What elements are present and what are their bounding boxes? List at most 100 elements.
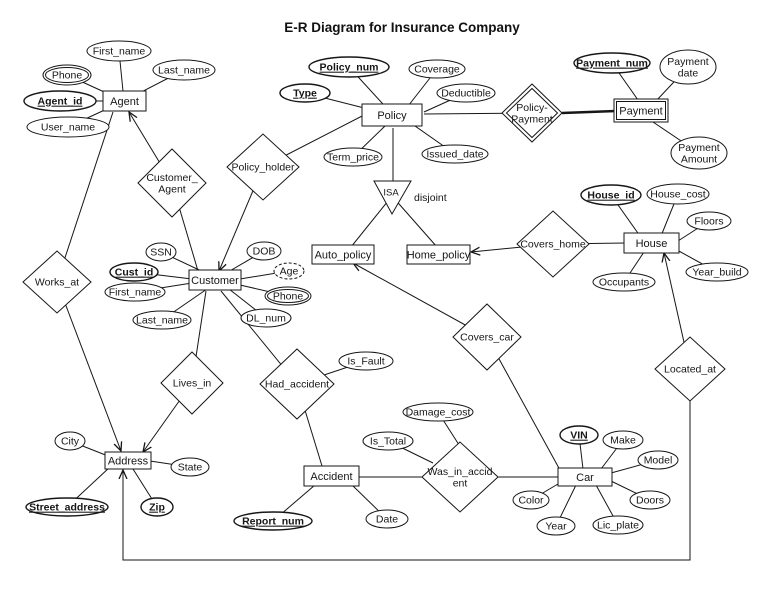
attribute-customer-first-name: First_name	[104, 282, 166, 302]
relationship-label: Lives_in	[173, 378, 212, 390]
attribute-label: Occupants	[599, 277, 649, 289]
connector-line	[350, 195, 393, 248]
attribute-ellipse	[240, 308, 292, 328]
attribute-label: SSN	[150, 247, 172, 259]
attribute-accident-report-num: Report_num	[233, 511, 313, 531]
relationship-label: Works_at	[35, 277, 79, 289]
attribute-ellipse	[512, 490, 550, 510]
attribute-label: Date	[376, 514, 398, 526]
entity-agent: Agent	[102, 90, 147, 112]
attribute-ellipse-inner	[267, 289, 309, 303]
relationship-policy-holder: Policy_holder	[226, 133, 300, 201]
attribute-ellipse	[629, 490, 671, 510]
attribute-payment-num: Payment_num	[573, 52, 651, 74]
attribute-ellipse	[86, 40, 152, 62]
attribute-ellipse	[559, 425, 599, 445]
attribute-label: Damage_cost	[406, 407, 471, 419]
attribute-ellipse	[233, 511, 313, 531]
attribute-car-lic-plate: Lic_plate	[592, 515, 644, 535]
relationship-label: Policy_holder	[231, 162, 295, 174]
attribute-wia-damage-cost: Damage_cost	[402, 402, 474, 422]
relationship-works-at: Works_at	[22, 250, 92, 314]
attribute-label: User_name	[41, 122, 95, 134]
attribute-agent-last-name: Last_name	[152, 59, 216, 81]
attribute-ellipse	[132, 310, 192, 330]
attribute-car-make: Make	[602, 430, 644, 450]
attribute-ellipse	[592, 272, 656, 292]
entity-payment: Payment	[613, 98, 669, 123]
attribute-ellipse	[279, 83, 331, 103]
attribute-ellipse	[580, 184, 642, 206]
relationship-had-accident: Had_accident	[259, 348, 335, 420]
attribute-ellipse	[145, 242, 177, 262]
attribute-label: Color	[518, 495, 544, 507]
attribute-label: House_id	[587, 190, 634, 202]
relationship-label: Covers_home	[520, 239, 586, 251]
attribute-ellipse	[152, 59, 216, 81]
attribute-label: Last_name	[136, 315, 188, 327]
attribute-ellipse	[26, 116, 110, 138]
attribute-ellipse	[686, 211, 732, 231]
relationship-label: Customer_Agent	[146, 172, 198, 195]
attribute-agent-phone: Phone	[42, 64, 92, 86]
connector-line	[391, 195, 438, 248]
attribute-label: First_name	[109, 287, 162, 299]
attribute-customer-last-name: Last_name	[132, 310, 192, 330]
attribute-label: Phone	[273, 291, 304, 303]
entity-box	[311, 244, 375, 265]
entity-label: Home_policy	[407, 249, 471, 261]
entity-home-policy: Home_policy	[406, 244, 471, 265]
attribute-label: Model	[644, 455, 673, 467]
relationship-located-at: Located_at	[654, 336, 726, 402]
attribute-ellipse-inner	[45, 67, 89, 83]
attribute-house-id: House_id	[580, 184, 642, 206]
attribute-ellipse	[338, 351, 394, 371]
attribute-label: Term_price	[327, 152, 379, 164]
attribute-label: Is_Total	[370, 436, 406, 448]
attribute-policy-type: Type	[279, 83, 331, 103]
connector-line	[561, 109, 617, 115]
attribute-ellipse	[362, 431, 414, 451]
attribute-label: DL_num	[246, 313, 286, 325]
attribute-label: VIN	[570, 430, 588, 442]
attribute-ellipse	[659, 49, 717, 85]
attribute-house-year-build: Year_build	[685, 262, 749, 282]
connector-arrow	[123, 401, 691, 561]
attribute-ellipse	[421, 144, 489, 164]
diagram-title: E-R Diagram for Insurance Company	[284, 20, 520, 35]
connector-line	[56, 111, 114, 283]
attribute-car-vin: VIN	[559, 425, 599, 445]
attribute-agent-id: Agent_id	[23, 90, 97, 112]
entity-label: Payment	[619, 105, 662, 117]
relationship-diamond	[259, 348, 335, 420]
attribute-label: Floors	[694, 216, 723, 228]
entity-label: Auto_policy	[315, 249, 372, 261]
attribute-policy-coverage: Coverage	[408, 59, 466, 79]
attribute-ellipse	[670, 136, 728, 170]
entity-house: House	[623, 232, 680, 254]
attribute-ellipse	[273, 262, 305, 280]
attribute-ellipse	[170, 457, 210, 477]
relationship-diamond	[22, 250, 92, 314]
attribute-label: Payment_num	[576, 58, 648, 70]
attribute-label: Last_name	[158, 65, 210, 77]
attribute-accident-date: Date	[365, 509, 409, 529]
attribute-ellipse	[54, 431, 86, 451]
attribute-ellipse	[646, 183, 710, 205]
attribute-house-floors: Floors	[686, 211, 732, 231]
attribute-ellipse	[685, 262, 749, 282]
attribute-agent-first-name: First_name	[86, 40, 152, 62]
attribute-ellipse	[308, 56, 390, 78]
relationship-diamond	[501, 83, 563, 143]
attribute-ellipse	[436, 83, 496, 103]
attribute-ellipse	[602, 430, 644, 450]
relationship-diamond	[226, 133, 300, 201]
connector-line	[486, 336, 561, 471]
relationship-label: Policy-Payment	[511, 102, 553, 125]
attribute-label: State	[178, 462, 203, 474]
attribute-address-zip: Zip	[140, 497, 174, 517]
